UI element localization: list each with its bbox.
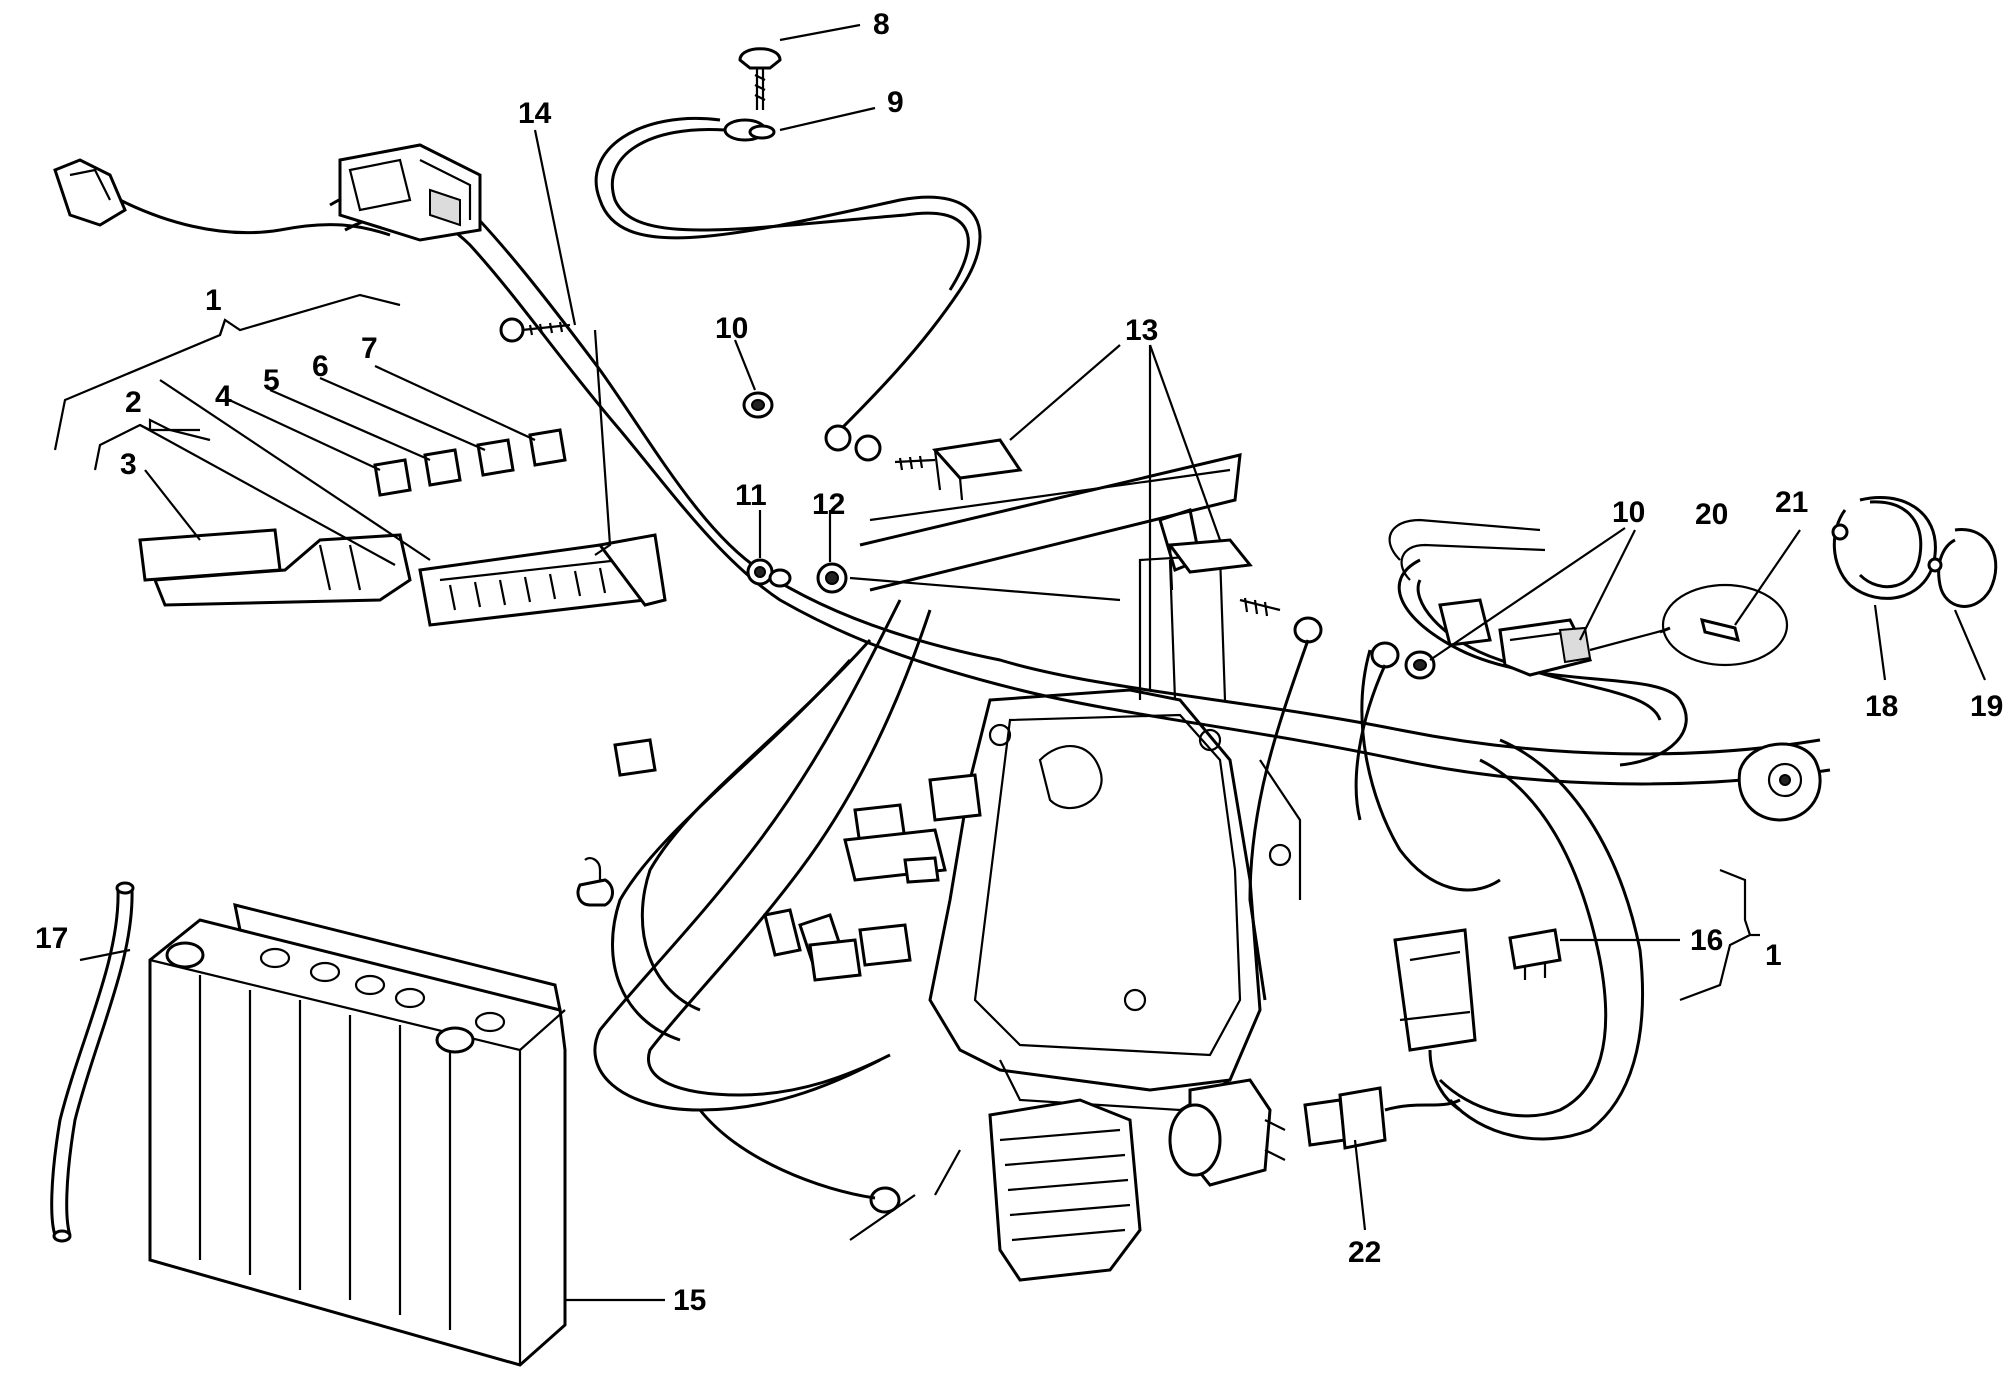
round-connector [1737,742,1822,822]
callout-20: 20 [1695,498,1728,531]
ground-cable [594,47,982,432]
callout-1-top: 1 [205,284,222,317]
connector-22 [1303,1086,1461,1150]
multi-connector [1393,928,1477,1112]
callout-1-right: 1 [1765,939,1782,972]
callout-18: 18 [1865,690,1898,723]
callout-3: 3 [120,448,137,481]
relays [576,738,982,982]
callout-14: 14 [518,97,552,130]
callout-5: 5 [263,364,280,397]
regulator [988,1098,1142,1282]
callout-labels: 1 2 3 4 5 6 7 8 9 10 11 12 13 14 10 20 2… [35,8,2003,1317]
ring-terminals [824,424,1400,1001]
bolt-14 [499,317,571,343]
callout-4: 4 [215,380,232,413]
callout-21: 21 [1775,486,1808,519]
fuse-16 [1508,928,1562,980]
fuse-box [138,528,667,627]
callout-9: 9 [887,86,904,119]
vent-tube [50,881,135,1243]
grommets [742,391,1436,680]
callout-2: 2 [125,386,142,419]
callout-10-left: 10 [715,312,748,345]
mounting-brackets [894,438,1281,617]
callout-16: 16 [1690,924,1723,957]
callout-19: 19 [1970,690,2003,723]
callout-7: 7 [361,332,378,365]
terminal-lug [698,1109,901,1214]
callout-12: 12 [812,488,845,521]
callout-13: 13 [1125,314,1158,347]
battery [148,902,567,1367]
callout-11: 11 [735,479,767,512]
main-harness-cables [329,178,1831,1141]
callout-8: 8 [873,8,890,41]
callout-15: 15 [673,1284,706,1317]
callout-6: 6 [312,350,329,383]
top-left-connectors [53,143,482,242]
callout-22: 22 [1348,1236,1381,1269]
leader-lines [53,23,1987,1302]
callout-10-right: 10 [1612,496,1645,529]
cable-clips [1831,495,1998,608]
starter-solenoid [1168,1078,1286,1187]
spare-fuses [373,428,567,497]
callout-17: 17 [35,922,68,955]
